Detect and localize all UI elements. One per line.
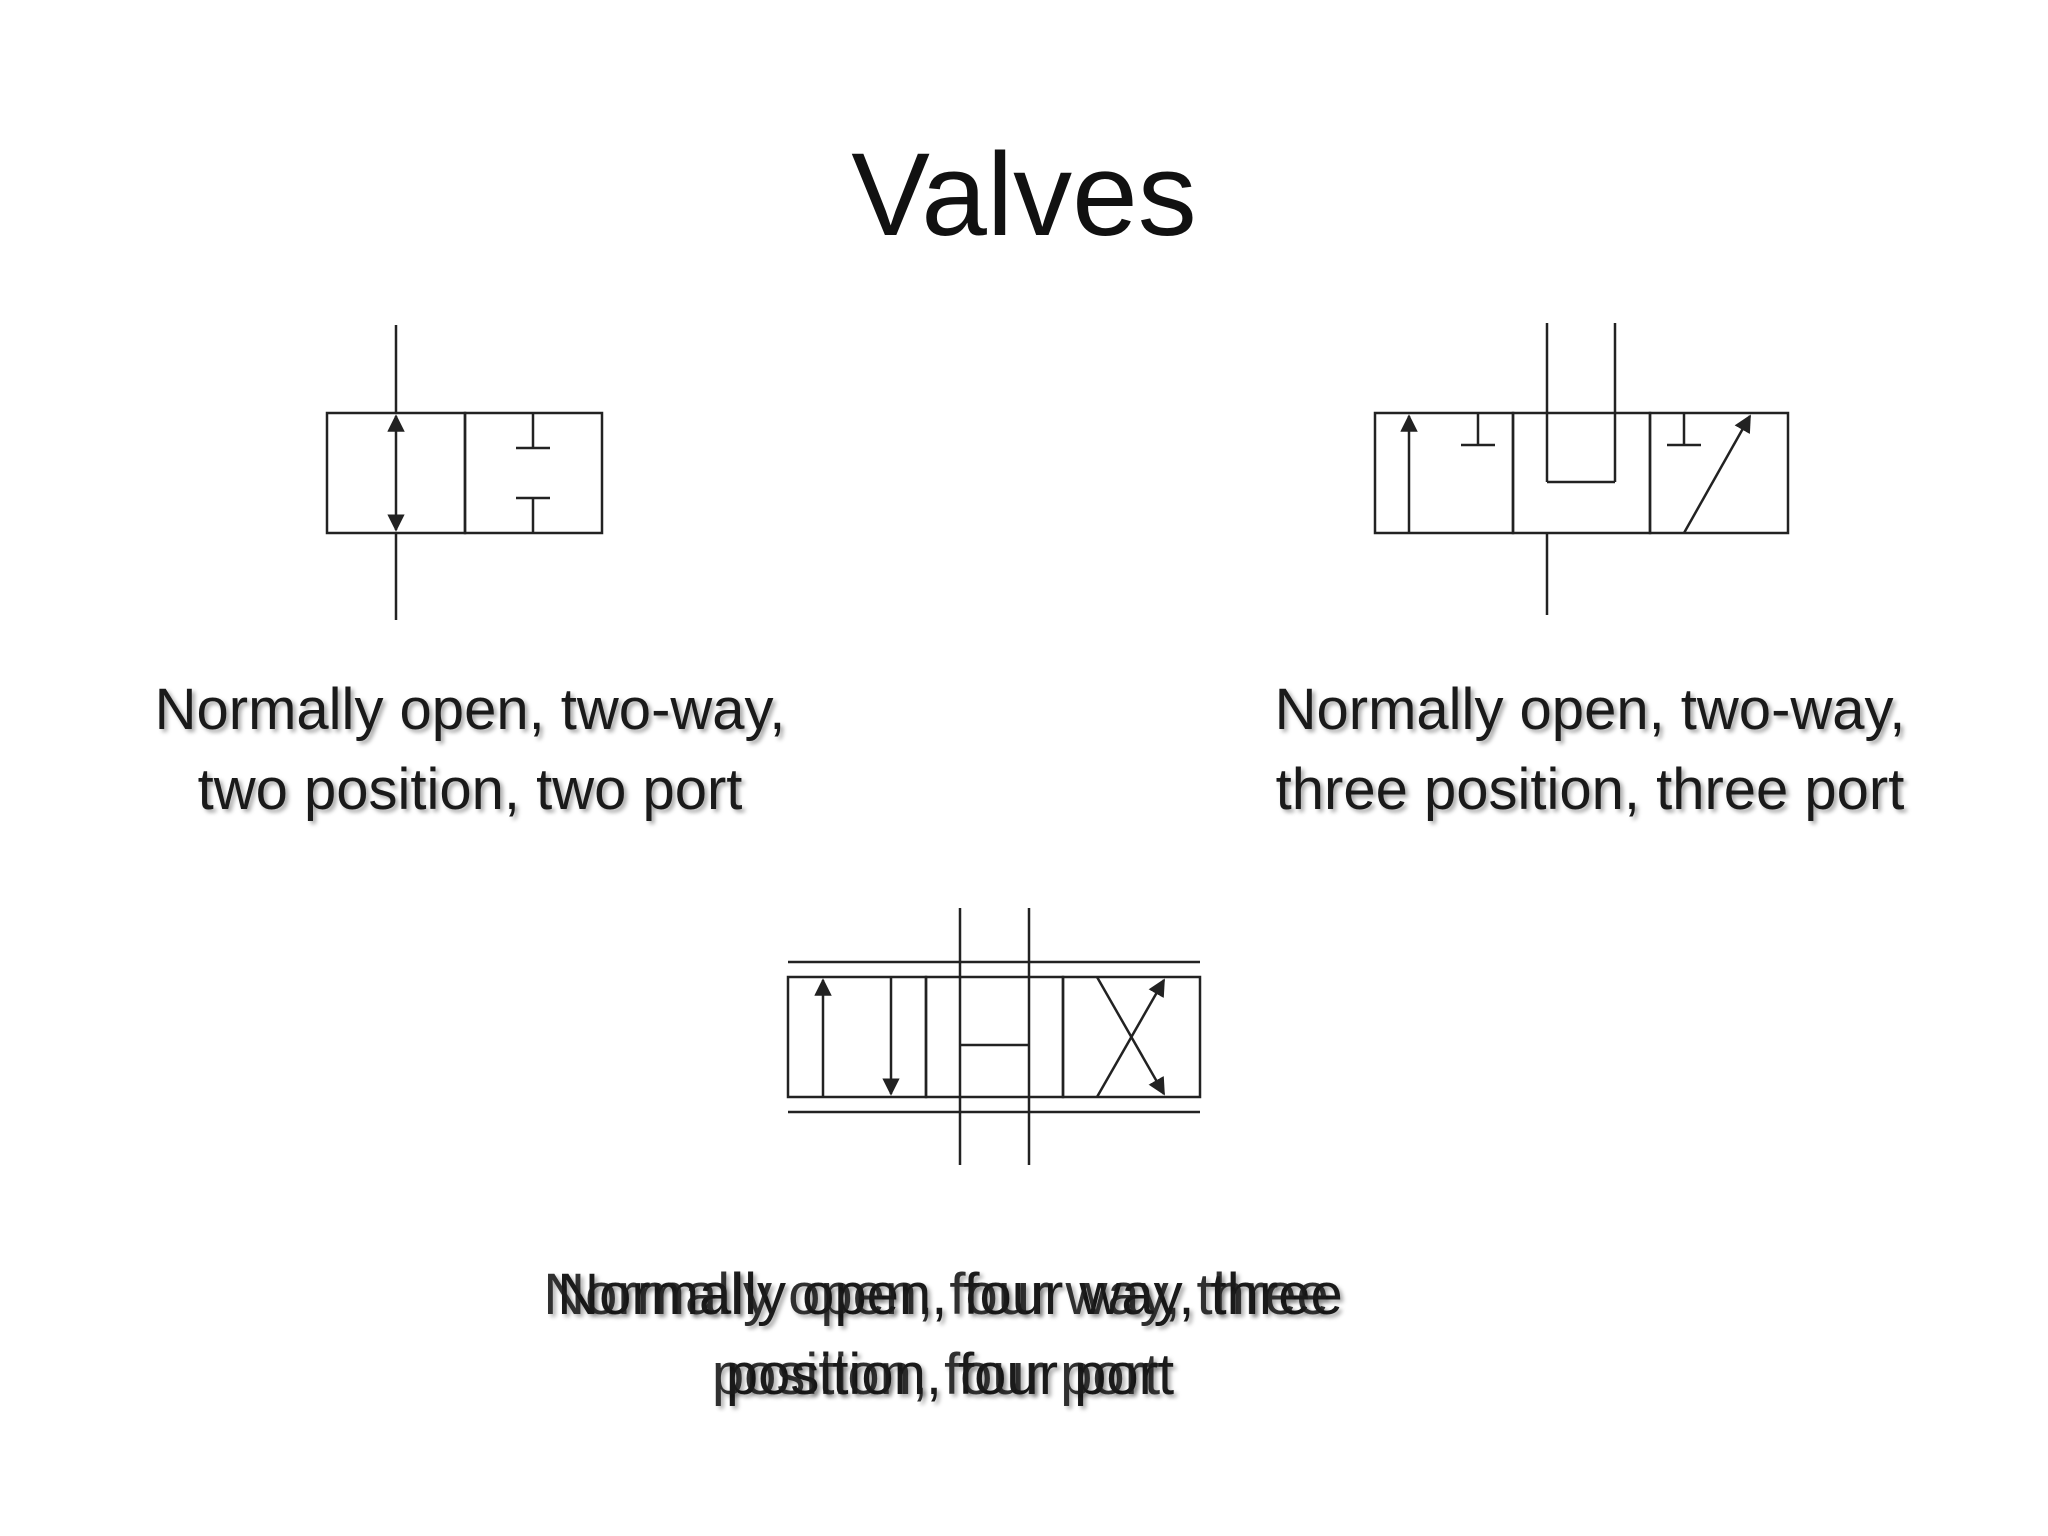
- valve-symbol-three-position-three-port: [1373, 323, 1790, 615]
- valve2-right-flow-arrow: [1682, 414, 1752, 534]
- valve2-caption-line2: three position, three port: [1275, 757, 1905, 822]
- valve3-envelope-left: [786, 975, 928, 1099]
- valve3-caption: Normally open, four way, three position,…: [440, 1255, 1460, 1415]
- valve3-caption-ghost-line1: Normally open, four way, three: [543, 1262, 1329, 1327]
- valve1-caption: Normally open, two-way, two position, tw…: [80, 670, 860, 830]
- valve3-right-arrow-up: [1095, 978, 1166, 1098]
- valve3-envelope-center: [924, 975, 1065, 1099]
- valve3-caption-line1: Normally open, four way, three: [557, 1262, 1343, 1327]
- valve2-envelope-center: [1511, 411, 1652, 535]
- valve3-envelope-right: [1061, 975, 1202, 1099]
- valve1-caption-line2: two position, two port: [197, 757, 743, 822]
- valve2-envelope-left: [1373, 411, 1515, 535]
- valve-symbol-two-position-two-port: [325, 325, 604, 620]
- valve2-envelope-right: [1648, 411, 1790, 535]
- valve1-caption-line1: Normally open, two-way,: [154, 677, 786, 742]
- valve3-caption-ghost-line2: position, four port: [711, 1342, 1161, 1407]
- valve3-right-arrow-down: [1095, 976, 1166, 1096]
- valve2-caption-line1: Normally open, two-way,: [1274, 677, 1906, 742]
- slide-title: Valves: [851, 129, 1197, 261]
- valve3-caption-ghost: Normally open, four way, three position,…: [426, 1255, 1446, 1415]
- valve2-caption: Normally open, two-way, three position, …: [1200, 670, 1980, 830]
- valve3-caption-line2: position, four port: [725, 1342, 1175, 1407]
- valve-symbol-three-position-four-port: [786, 908, 1202, 1165]
